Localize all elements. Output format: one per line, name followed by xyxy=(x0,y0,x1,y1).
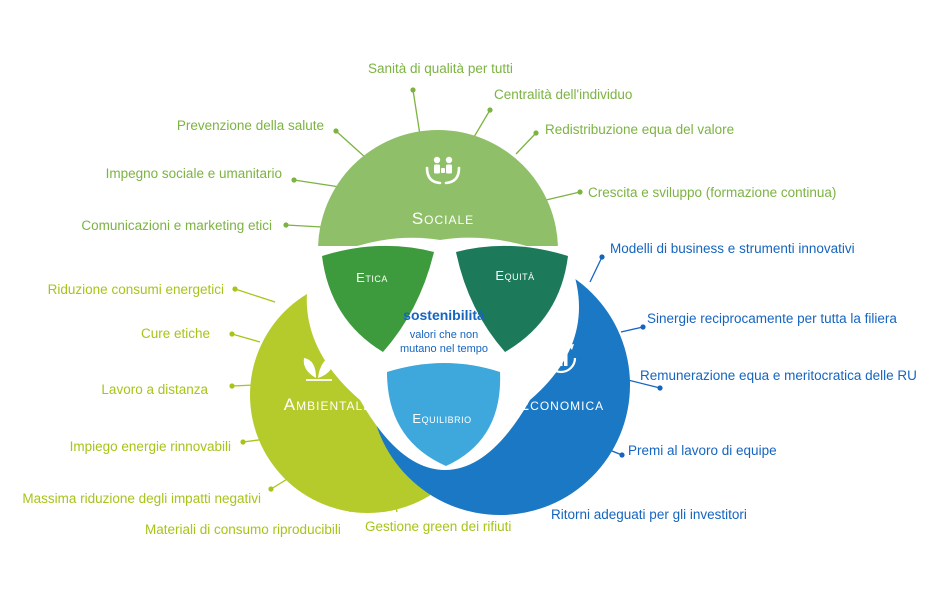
connector-dot xyxy=(410,87,416,93)
sociale-item: Impegno sociale e umanitario xyxy=(105,166,282,181)
ambientale-item: Gestione green dei rifiuti xyxy=(365,519,512,534)
growth-chart-icon xyxy=(545,342,577,374)
connector-line xyxy=(335,130,367,159)
connector-line xyxy=(231,333,261,343)
connector-dot xyxy=(577,189,583,195)
economica-item: Premi al lavoro di equipe xyxy=(628,443,777,458)
sociale-item: Redistribuzione equa del valore xyxy=(545,122,735,137)
sociale-item: Comunicazioni e marketing etici xyxy=(81,218,272,233)
connectors xyxy=(229,87,663,513)
connector-line xyxy=(412,89,421,136)
leaves-icon xyxy=(303,354,335,381)
center-line-1: valori che non xyxy=(410,329,479,341)
sociale-item: Sanità di qualità per tutti xyxy=(368,61,513,76)
ambientale-item: Materiali di consumo riproducibili xyxy=(145,522,341,537)
equilibrio-title: Equilibrio xyxy=(412,411,471,426)
connector-dot xyxy=(657,385,663,391)
economica-item: Ritorni adeguati per gli investitori xyxy=(551,507,747,522)
connector-line xyxy=(285,224,323,228)
economica-title: Economica xyxy=(518,395,604,414)
economica-item: Sinergie reciprocamente per tutta la fil… xyxy=(647,311,897,326)
equita-title: Equità xyxy=(495,268,534,283)
connector-dot xyxy=(283,222,289,228)
economica-item: Modelli di business e strumenti innovati… xyxy=(610,241,855,256)
connector-dot xyxy=(599,254,605,260)
ambientale-item: Riduzione consumi energetici xyxy=(47,282,224,297)
ambientale-item: Cure etiche xyxy=(140,326,210,341)
connector-dot xyxy=(291,177,297,183)
connector-dot xyxy=(640,324,646,330)
connector-dot xyxy=(533,130,539,136)
etica-title: Etica xyxy=(356,270,388,285)
center-line-2: mutano nel tempo xyxy=(400,343,488,355)
center-title: sostenibilità xyxy=(403,307,485,323)
sociale-circle xyxy=(318,130,558,246)
connector-line xyxy=(620,326,644,333)
sociale-title: Sociale xyxy=(412,209,474,228)
connector-dot xyxy=(333,128,339,134)
ambientale-title: Ambientale xyxy=(284,395,372,414)
connector-line xyxy=(515,132,537,155)
sociale-item: Crescita e sviluppo (formazione continua… xyxy=(588,185,837,200)
connector-dot xyxy=(619,452,625,458)
connector-line xyxy=(293,179,341,188)
connector-dot xyxy=(232,286,238,292)
connector-line xyxy=(627,379,661,389)
connector-dot xyxy=(229,383,235,389)
equilibrio-petal xyxy=(387,363,501,466)
people-in-hands-icon xyxy=(425,156,461,185)
connector-dot xyxy=(229,331,235,337)
equita-petal xyxy=(456,245,568,352)
ambientale-item: Massima riduzione degli impatti negativi xyxy=(22,491,261,506)
connector-line xyxy=(234,288,276,303)
connector-dot xyxy=(268,486,274,492)
etica-petal xyxy=(322,245,434,352)
connector-dot xyxy=(240,439,246,445)
economica-item: Remunerazione equa e meritocratica delle… xyxy=(640,368,917,383)
connector-line xyxy=(589,256,603,283)
ambientale-item: Lavoro a distanza xyxy=(101,382,208,397)
connector-line xyxy=(545,191,581,201)
ambientale-item: Impiego energie rinnovabili xyxy=(69,439,231,454)
connector-dot xyxy=(487,107,493,113)
sociale-item: Centralità dell'individuo xyxy=(494,87,633,102)
sociale-item: Prevenzione della salute xyxy=(176,118,324,133)
connector-line xyxy=(473,109,491,138)
